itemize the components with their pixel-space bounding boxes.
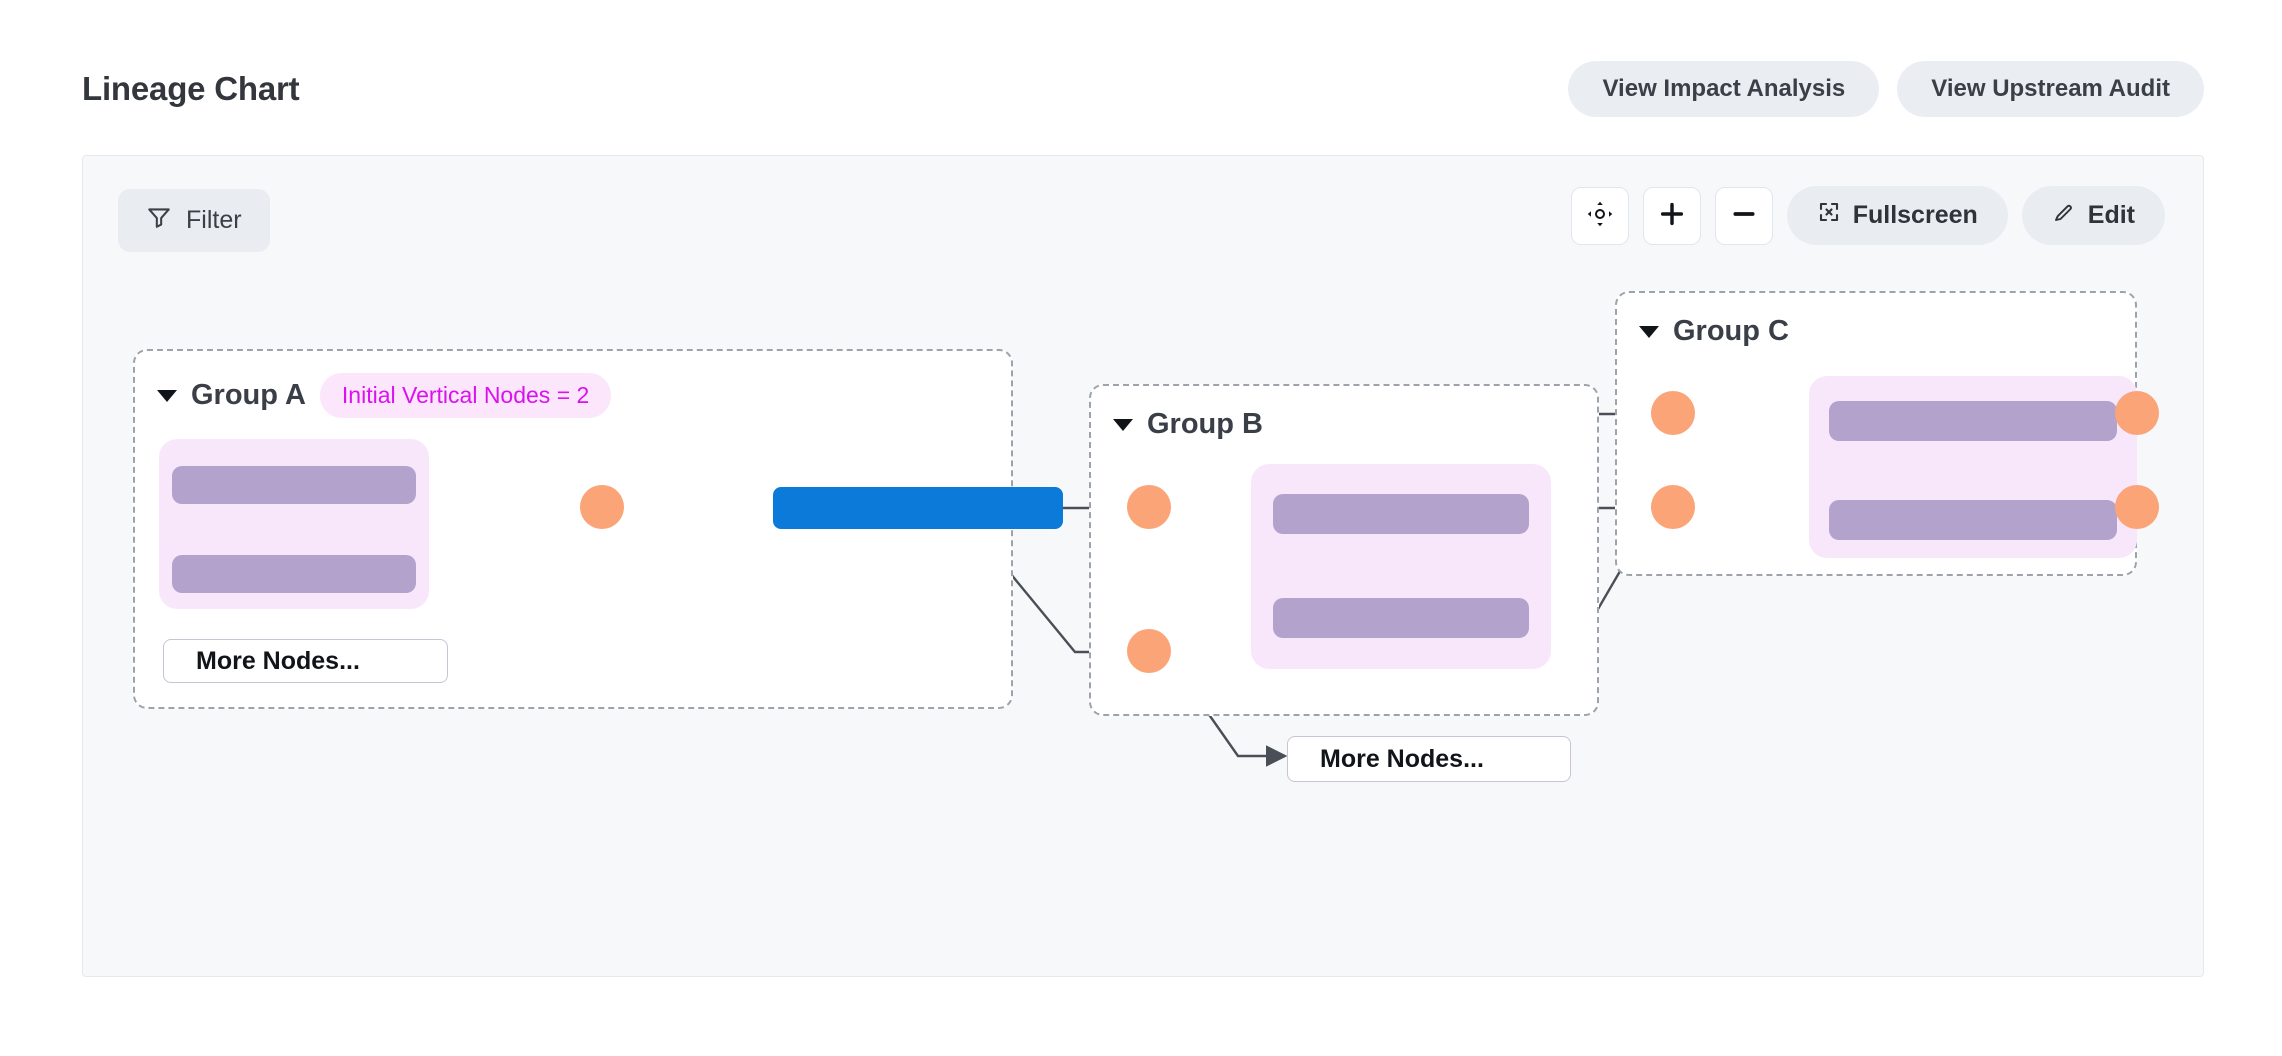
pencil-icon <box>2052 200 2076 231</box>
connector-dot-c-out-bottom[interactable] <box>2115 485 2159 529</box>
group-a-more-nodes-button[interactable]: More Nodes... <box>163 639 448 683</box>
zoom-out-button[interactable] <box>1714 186 1773 245</box>
group-b-node-container <box>1251 464 1551 669</box>
node-b2[interactable] <box>1273 598 1529 638</box>
zoom-in-button[interactable] <box>1642 186 1701 245</box>
connector-dot-c-in-bottom[interactable] <box>1651 485 1695 529</box>
fullscreen-icon <box>1817 200 1841 231</box>
connector-dot-b-in-top[interactable] <box>1127 485 1171 529</box>
group-c-node-container <box>1809 376 2137 558</box>
edit-button-label: Edit <box>2087 201 2135 229</box>
toolbar-left: Filter <box>118 189 270 252</box>
group-a-title: Group A <box>191 379 306 411</box>
node-a1[interactable] <box>172 466 416 504</box>
minus-icon <box>1728 198 1760 233</box>
node-a2[interactable] <box>172 555 416 593</box>
group-c-header[interactable]: Group C <box>1639 315 1789 348</box>
edit-button[interactable]: Edit <box>2021 186 2165 245</box>
blue-node-1[interactable] <box>773 487 1063 529</box>
funnel-icon <box>146 204 172 237</box>
group-b-more-nodes-button[interactable]: More Nodes... <box>1287 736 1571 782</box>
view-upstream-audit-button[interactable]: View Upstream Audit <box>1897 61 2204 117</box>
fit-view-icon <box>1585 199 1615 232</box>
group-c-title: Group C <box>1673 315 1789 347</box>
page-header: Lineage Chart View Impact Analysis View … <box>82 58 2204 120</box>
group-a-node-container <box>159 439 429 609</box>
group-b-header[interactable]: Group B <box>1113 408 1263 441</box>
group-b-title: Group B <box>1147 408 1263 440</box>
header-actions: View Impact Analysis View Upstream Audit <box>1568 61 2204 117</box>
plus-icon <box>1656 198 1688 233</box>
node-c1[interactable] <box>1829 401 2117 441</box>
fullscreen-button-label: Fullscreen <box>1852 201 1978 229</box>
group-a-header[interactable]: Group A Initial Vertical Nodes = 2 <box>157 373 612 418</box>
connector-dot-a-out[interactable] <box>580 485 624 529</box>
chevron-down-icon[interactable] <box>157 389 177 402</box>
group-b[interactable]: Group B More Nodes... <box>1089 384 1599 782</box>
filter-button-label: Filter <box>186 206 242 234</box>
graph-layer[interactable]: Group A Initial Vertical Nodes = 2 More … <box>83 156 2203 976</box>
node-b1[interactable] <box>1273 494 1529 534</box>
connector-dot-c-in-top[interactable] <box>1651 391 1695 435</box>
view-impact-analysis-button[interactable]: View Impact Analysis <box>1568 61 1880 117</box>
node-c2[interactable] <box>1829 500 2117 540</box>
connector-dot-b-in-bottom[interactable] <box>1127 629 1171 673</box>
lineage-canvas-panel[interactable]: Filter <box>82 155 2204 977</box>
fullscreen-button[interactable]: Fullscreen <box>1786 186 2008 245</box>
fit-view-button[interactable] <box>1570 186 1629 245</box>
group-a[interactable]: Group A Initial Vertical Nodes = 2 More … <box>133 349 1013 709</box>
toolbar-right: Fullscreen Edit <box>1570 186 2165 245</box>
connector-dot-c-out-top[interactable] <box>2115 391 2159 435</box>
page-title: Lineage Chart <box>82 70 300 107</box>
chevron-down-icon[interactable] <box>1639 325 1659 338</box>
group-c[interactable]: Group C <box>1615 291 2137 576</box>
group-a-badge: Initial Vertical Nodes = 2 <box>319 373 612 418</box>
chevron-down-icon[interactable] <box>1113 418 1133 431</box>
filter-button[interactable]: Filter <box>118 189 270 252</box>
